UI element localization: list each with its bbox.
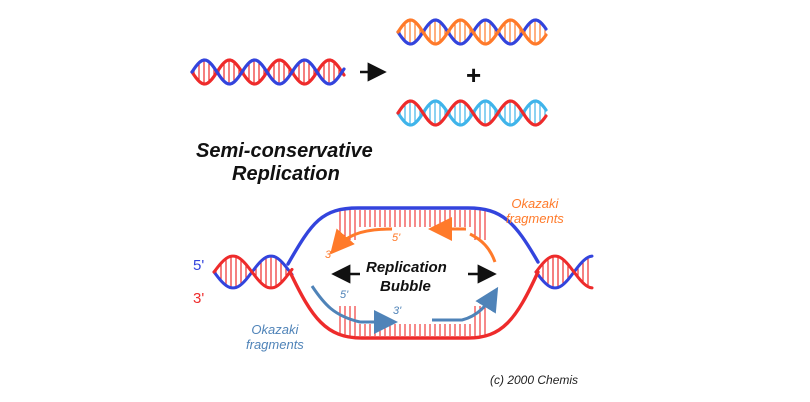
okazaki-bottom-line1: Okazaki [251,322,299,337]
plus-sign: + [466,60,482,90]
okazaki-label-top: Okazaki fragments [506,196,564,226]
okazaki-fragment-top-3 [469,232,497,263]
okazaki-label-bottom: Okazaki fragments [246,322,304,352]
inner-bottom-5-prime: 5' [340,289,349,301]
okazaki-bottom-line2: fragments [246,337,304,352]
daughter-helix-2 [396,99,548,127]
inner-bottom-3-prime: 3' [393,305,402,317]
copyright: (c) 2000 Chemis [490,373,579,387]
okazaki-fragment-top-1 [330,227,393,255]
strand-end-5-prime: 5' [193,257,205,274]
title-line-1: Semi-conservative [196,140,373,162]
okazaki-top-line2: fragments [506,211,564,226]
replication-bubble [212,206,594,340]
inner-top-5-prime: 5' [392,232,401,244]
bubble-top-strand [286,206,540,266]
bubble-label-line-1: Replication [366,259,447,276]
inner-top-3-prime: 3' [325,249,334,261]
okazaki-fragment-bottom-2 [432,286,499,322]
title-line-2: Replication [232,163,340,185]
bubble-label-line-2: Bubble [380,278,431,295]
okazaki-fragment-bottom-1 [310,285,398,334]
parent-helix [190,58,346,86]
strand-end-3-prime: 3' [193,290,205,307]
okazaki-top-line1: Okazaki [511,196,559,211]
daughter-helix-1 [396,18,548,46]
bubble-bottom-strand [288,270,540,340]
